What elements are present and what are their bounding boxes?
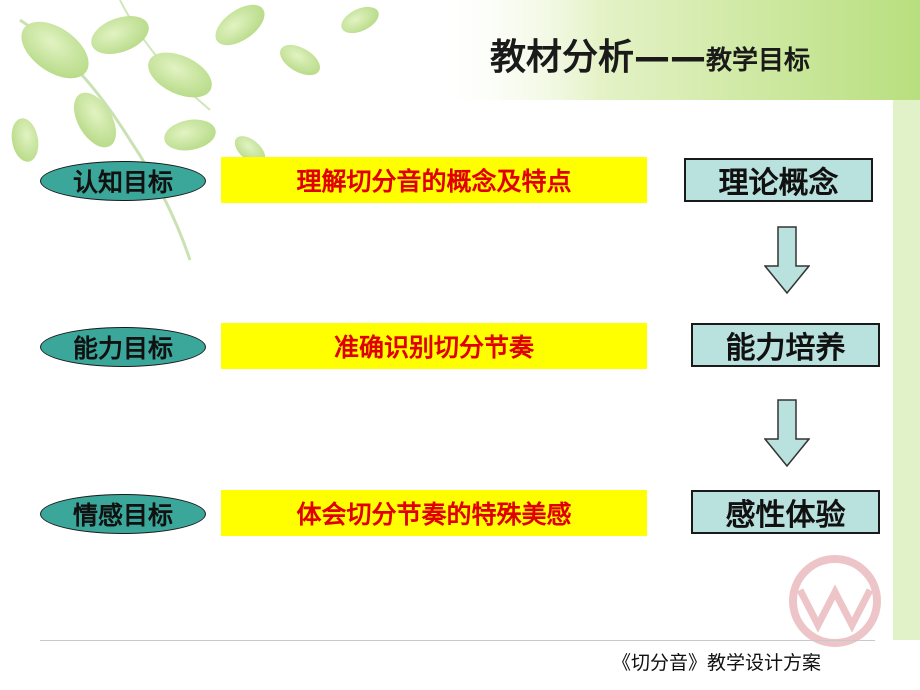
page-title: 教材分析——教学目标 bbox=[490, 28, 810, 80]
goal-label-cognitive: 认知目标 bbox=[40, 161, 206, 201]
footer-caption: 《切分音》教学设计方案 bbox=[612, 652, 822, 674]
header-band bbox=[430, 0, 920, 100]
title-dash: —— bbox=[634, 37, 707, 78]
down-arrow-icon bbox=[764, 399, 810, 467]
right-edge-band bbox=[893, 100, 920, 640]
outcome-experience: 感性体验 bbox=[691, 490, 880, 534]
goal-content-ability: 准确识别切分节奏 bbox=[221, 323, 647, 369]
goal-content-cognitive: 理解切分音的概念及特点 bbox=[221, 157, 647, 203]
watermark-logo bbox=[789, 555, 881, 647]
title-subtitle: 教学目标 bbox=[706, 46, 811, 76]
outcome-theory: 理论概念 bbox=[684, 158, 873, 202]
goal-content-emotion: 体会切分节奏的特殊美感 bbox=[221, 490, 647, 536]
goal-label-emotion: 情感目标 bbox=[40, 494, 206, 534]
down-arrow-icon bbox=[764, 226, 810, 294]
leaf-decoration bbox=[11, 0, 379, 261]
goal-label-ability: 能力目标 bbox=[40, 327, 206, 367]
title-main: 教材分析 bbox=[490, 37, 635, 78]
outcome-ability: 能力培养 bbox=[691, 323, 880, 367]
footer-divider bbox=[40, 640, 875, 641]
